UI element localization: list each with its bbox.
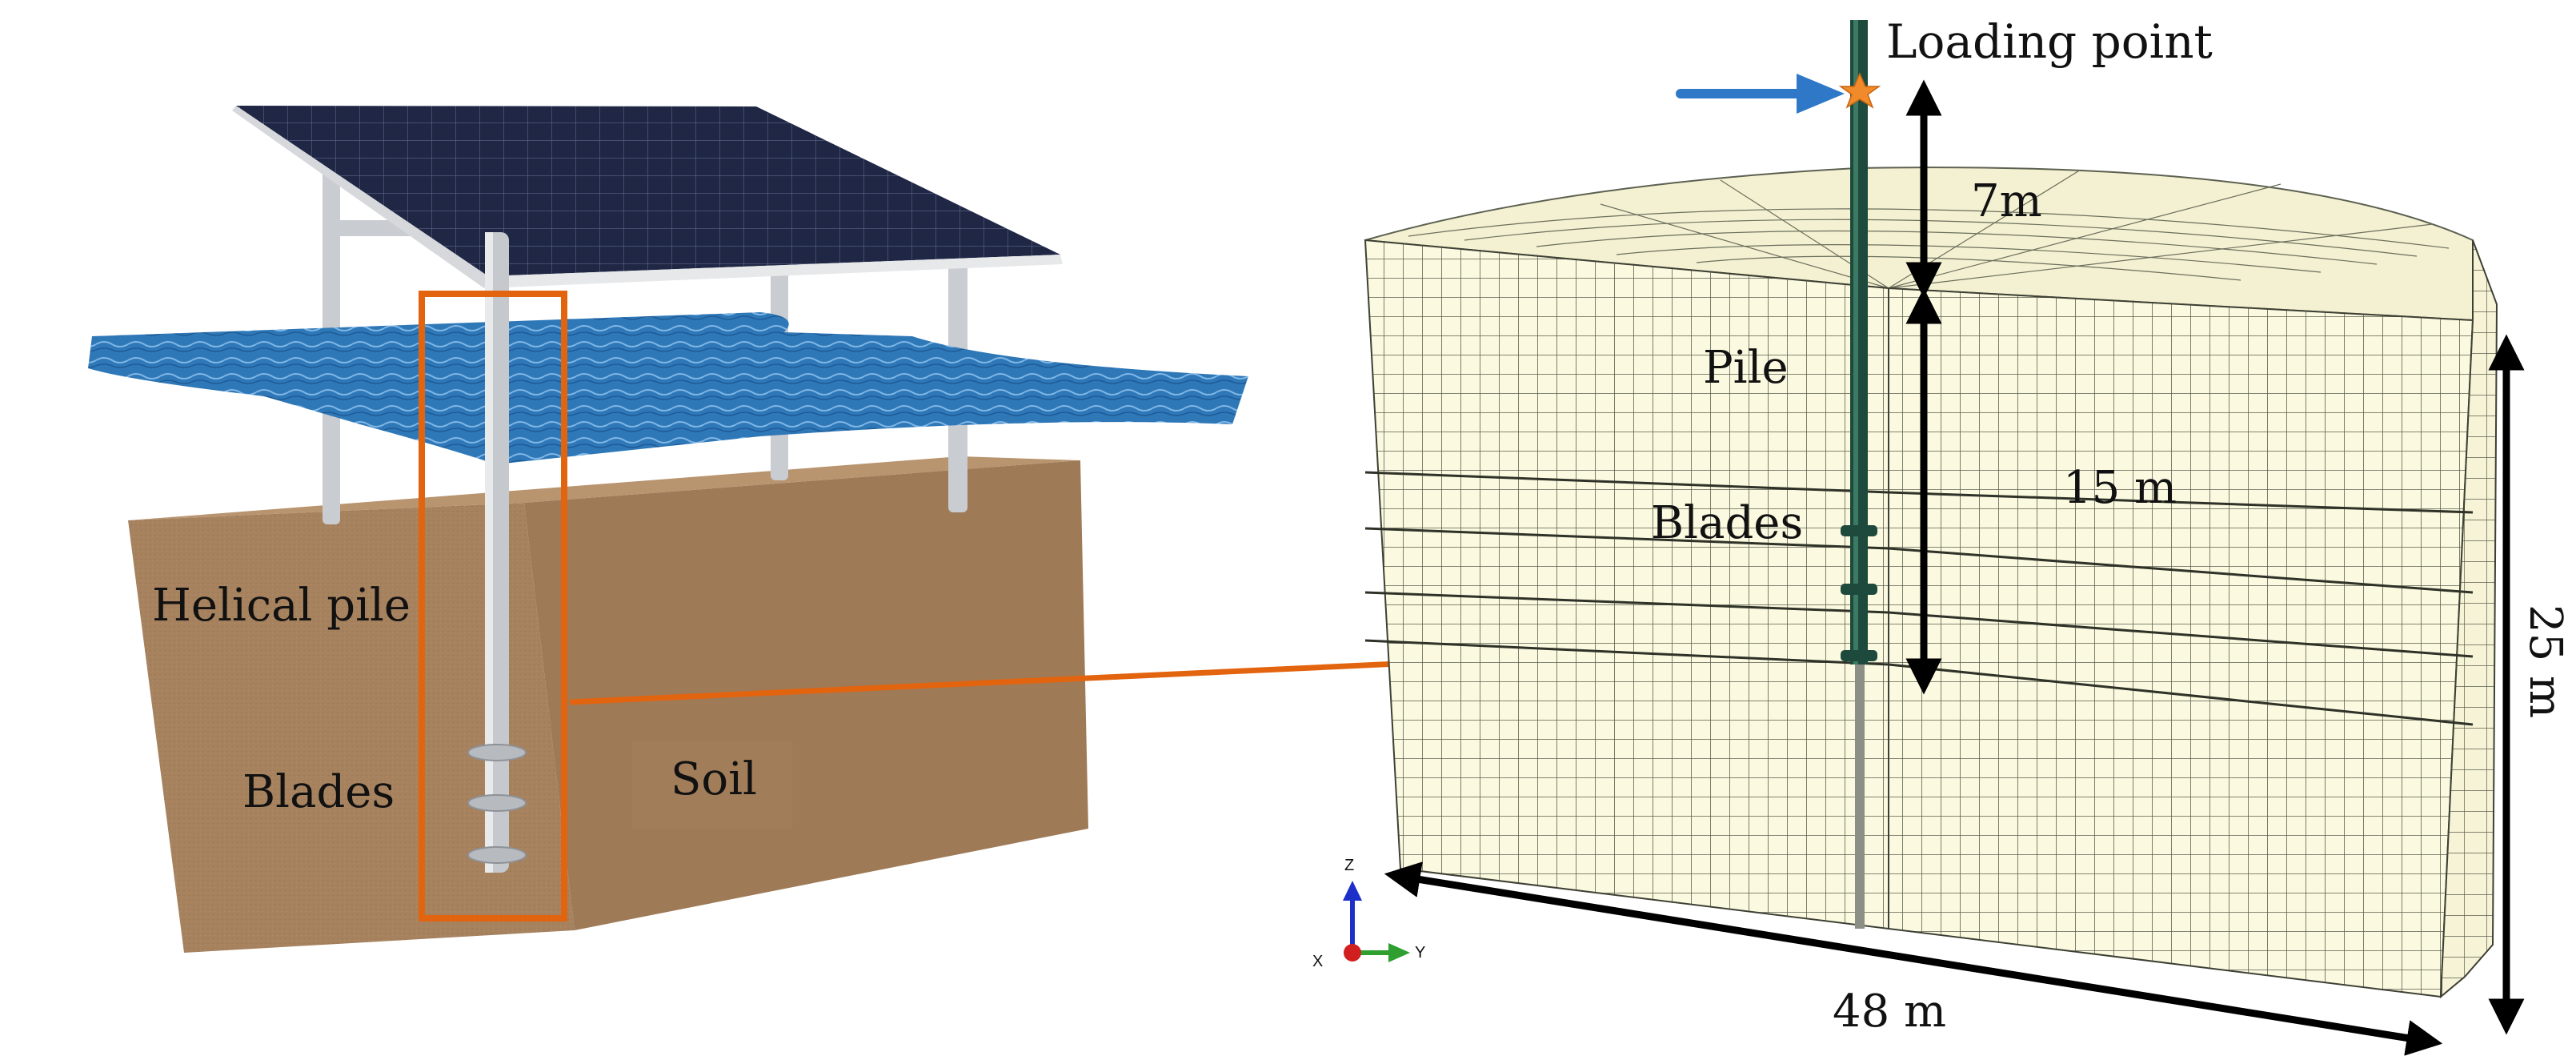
helix-blade [467,846,527,864]
helical-pile [467,232,527,873]
label-soil: Soil [671,753,757,805]
mesh-front-face [1364,239,1889,930]
label-dim-48m: 48 m [1833,986,1946,1038]
label-dim-15m: 15 m [2063,462,2177,514]
label-pile: Pile [1703,342,1789,394]
axis-triad: Z Y X [1312,857,1425,970]
label-blades-right: Blades [1651,497,1803,549]
solar-panel [232,106,1063,288]
mesh-curved-side [2439,239,2498,999]
fe-blade [1841,650,1877,661]
loading-point-star [1838,72,1881,109]
helix-blade [467,744,527,761]
axis-label-z: Z [1344,857,1354,874]
fe-blade [1841,525,1877,536]
label-helical-pile: Helical pile [152,580,411,632]
fe-pile [1841,20,1877,929]
label-dim-7m: 7m [1971,175,2042,227]
soil-block [128,456,1088,953]
fe-blade [1841,584,1877,595]
label-loading-point: Loading point [1886,14,2213,69]
soil-layer-lines [1364,471,2474,726]
dim-arrow-48m [1384,861,2443,1056]
axis-label-x: X [1312,953,1323,970]
left-illustration: Helical pile Blades Soil [88,106,1248,953]
mesh-right-face [1888,287,2474,998]
label-blades-left: Blades [242,766,395,818]
helix-blade [467,794,527,812]
axis-label-y: Y [1415,944,1425,962]
water-surface [88,312,1248,464]
right-fe-model: Z Y X Loading point Pile Blades 7m 15 m … [1312,14,2571,1056]
label-dim-25m: 25 m [2519,604,2571,718]
load-arrow [1676,74,1845,114]
pile-highlight-box [419,291,567,921]
